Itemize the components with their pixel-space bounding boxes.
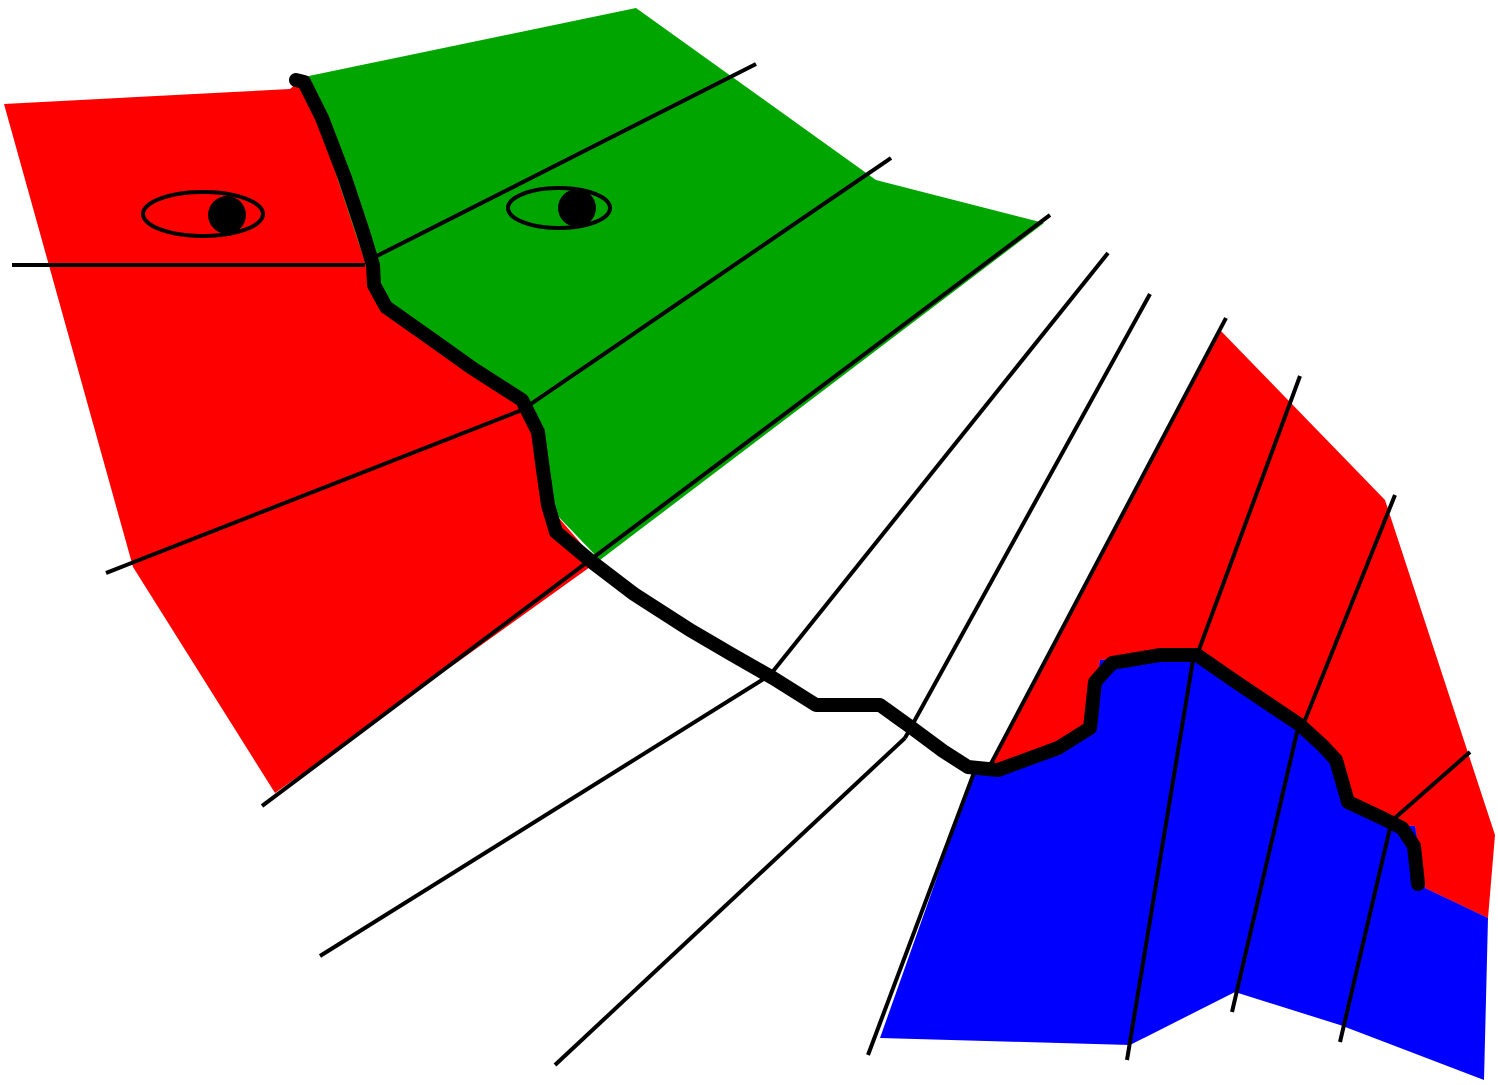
grid-line bbox=[320, 675, 770, 956]
grid-line bbox=[555, 738, 905, 1065]
eye-icon-pupil bbox=[208, 196, 246, 234]
eye-icon-pupil bbox=[558, 189, 596, 227]
